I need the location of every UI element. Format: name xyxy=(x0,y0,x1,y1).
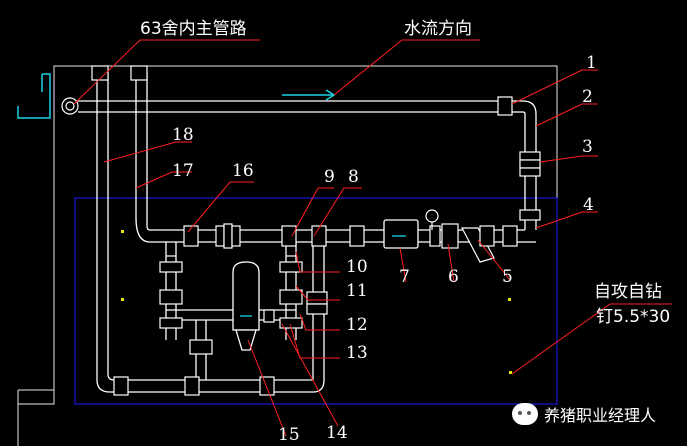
strainer-and-valve xyxy=(441,223,495,263)
part-number-17: 17 xyxy=(172,161,194,181)
part-number-2: 2 xyxy=(582,87,593,107)
wall-bracket xyxy=(17,73,51,119)
part-number-10: 10 xyxy=(346,257,368,277)
filter-tank xyxy=(232,261,260,351)
watermark: 养猪职业经理人 xyxy=(512,402,656,426)
part-number-12: 12 xyxy=(346,315,368,335)
wall-outline xyxy=(17,65,558,446)
wechat-icon xyxy=(512,403,538,425)
valve-handles xyxy=(61,97,439,257)
part-number-1: 1 xyxy=(586,53,597,73)
part-number-3: 3 xyxy=(582,137,593,157)
part-number-14: 14 xyxy=(326,423,348,443)
part-number-11: 11 xyxy=(346,281,368,301)
part-number-9: 9 xyxy=(324,167,335,187)
screw-points xyxy=(121,230,512,374)
part-number-18: 18 xyxy=(172,125,194,145)
part-number-5: 5 xyxy=(502,267,513,287)
watermark-text: 养猪职业经理人 xyxy=(544,406,657,425)
leader-lines xyxy=(73,39,672,437)
screw-label-line2: 钉5.5*30 xyxy=(596,307,670,327)
part-number-16: 16 xyxy=(232,161,254,181)
flow-direction-label: 水流方向 xyxy=(404,19,472,39)
part-number-7: 7 xyxy=(399,267,410,287)
main-pipe-label: 63舍内主管路 xyxy=(140,19,247,39)
mounting-frame xyxy=(74,197,558,405)
flow-arrow xyxy=(282,89,336,101)
screw-label-line1: 自攻自钻 xyxy=(594,282,662,302)
water-meter xyxy=(383,219,419,249)
part-number-13: 13 xyxy=(346,343,368,363)
fittings xyxy=(91,65,541,396)
part-number-15: 15 xyxy=(278,425,300,445)
part-number-6: 6 xyxy=(448,267,459,287)
part-number-8: 8 xyxy=(348,167,359,187)
part-number-4: 4 xyxy=(583,195,594,215)
